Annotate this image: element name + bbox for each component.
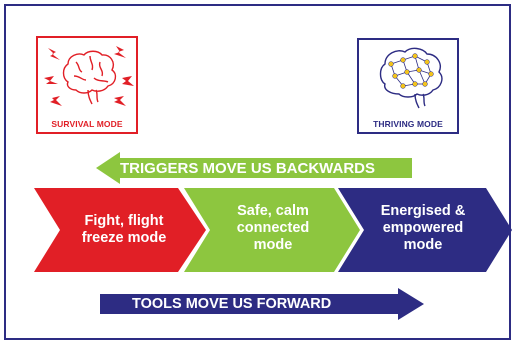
triggers-backward-arrow bbox=[96, 152, 412, 184]
stage-survival-line1: Fight, flight bbox=[84, 213, 164, 229]
survival-mode-panel: SURVIVAL MODE bbox=[36, 36, 138, 134]
stage-calm-line2: connected bbox=[236, 220, 310, 236]
stage-empowered-chevron bbox=[338, 188, 512, 272]
stage-calm-line3: mode bbox=[253, 237, 293, 253]
tools-forward-arrow bbox=[100, 288, 424, 320]
stage-empowered-line3: mode bbox=[403, 237, 443, 253]
stage-empowered-line2: empowered bbox=[382, 220, 464, 236]
stage-calm-text: Safe, calm connected mode bbox=[212, 203, 334, 254]
thriving-mode-panel: THRIVING MODE bbox=[357, 38, 459, 134]
stage-empowered-line1: Energised & bbox=[380, 203, 466, 219]
stage-survival-text: Fight, flight freeze mode bbox=[58, 213, 190, 247]
connected-brain-network-icon bbox=[379, 47, 443, 109]
tools-forward-label: TOOLS MOVE US FORWARD bbox=[132, 296, 332, 312]
stage-survival-line2: freeze mode bbox=[81, 230, 167, 246]
stage-calm-chevron bbox=[184, 188, 360, 272]
stage-calm-line1: Safe, calm bbox=[237, 203, 309, 219]
stage-survival-chevron bbox=[34, 188, 206, 272]
triggers-backward-label: TRIGGERS MOVE US BACKWARDS bbox=[120, 160, 376, 177]
survival-mode-label: SURVIVAL MODE bbox=[51, 119, 123, 129]
thriving-mode-label: THRIVING MODE bbox=[373, 119, 443, 129]
stressed-brain-with-lightning-icon bbox=[44, 46, 134, 106]
stage-empowered-text: Energised & empowered mode bbox=[362, 203, 484, 254]
